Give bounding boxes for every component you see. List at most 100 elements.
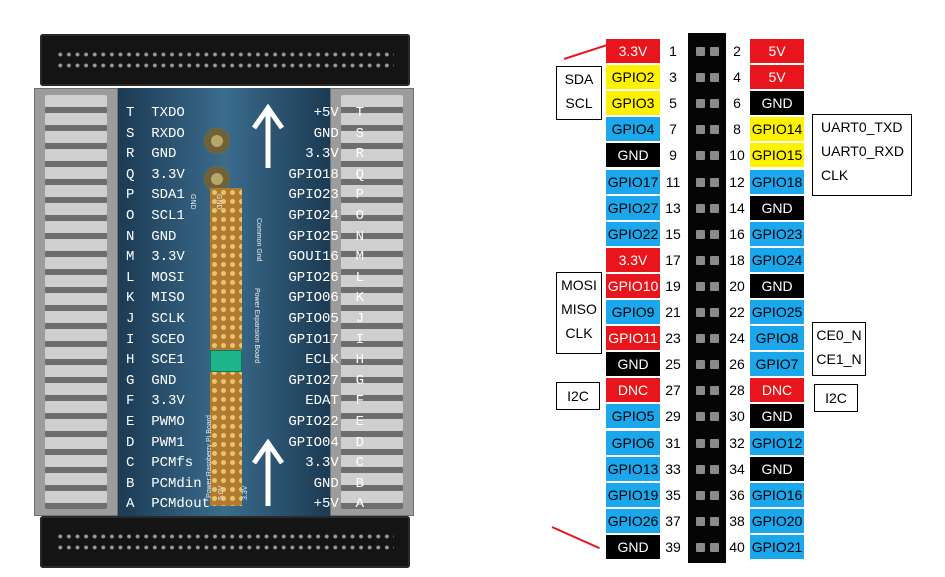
- pin-label-left: GND: [606, 535, 660, 559]
- pin-label-right: GPIO8: [750, 326, 804, 350]
- pin-square: [696, 204, 705, 213]
- left-terminal-label: H SCE1: [126, 353, 185, 367]
- pin-label-left: GPIO5: [606, 404, 660, 428]
- i2c-left-callout: I2C: [556, 382, 600, 410]
- right-terminal-label: GPIO25 N: [288, 230, 364, 244]
- left-terminal-label: T TXDO: [126, 106, 185, 120]
- pin-number: 40: [724, 535, 750, 559]
- callout-label: SCL: [557, 91, 601, 115]
- right-terminal-label: GPIO06 K: [288, 291, 364, 305]
- pin-label-right: 5V: [750, 65, 804, 89]
- pin-square: [696, 386, 705, 395]
- pin-number: 23: [660, 326, 686, 350]
- power-source-label: Power:Raspberry Pi Board: [206, 415, 213, 498]
- pin-label-right: GPIO25: [750, 300, 804, 324]
- pin-number: 29: [660, 404, 686, 428]
- pin-square: [710, 47, 719, 56]
- pin-label-left: GPIO9: [606, 300, 660, 324]
- pin-number: 19: [660, 274, 686, 298]
- right-terminal-label: GND S: [314, 127, 364, 141]
- pin-label-right: GPIO24: [750, 248, 804, 272]
- right-terminal-label: GPIO26 L: [288, 271, 364, 285]
- pin-label-left: GPIO6: [606, 431, 660, 455]
- pin-label-left: GPIO17: [606, 170, 660, 194]
- right-terminal-label: GPIO18 Q: [288, 168, 364, 182]
- pin-number: 14: [724, 196, 750, 220]
- pin39-indicator-line: [552, 526, 600, 549]
- pin-square: [696, 230, 705, 239]
- pin-number: 26: [724, 352, 750, 376]
- pin-label-right: GND: [750, 196, 804, 220]
- left-terminal-label: K MISO: [126, 291, 185, 305]
- pin-number: 17: [660, 248, 686, 272]
- pin-square: [710, 386, 719, 395]
- pin-label-left: GPIO19: [606, 483, 660, 507]
- pin-number: 27: [660, 378, 686, 402]
- pin-square: [710, 439, 719, 448]
- pin-number: 4: [724, 65, 750, 89]
- left-terminal-label: J SCLK: [126, 312, 185, 326]
- pin-square: [710, 517, 719, 526]
- left-terminal-label: B PCMdin: [126, 477, 202, 491]
- pin-label-left: 3.3V: [606, 248, 660, 272]
- common-gnd-label: Common Gnd: [255, 218, 262, 262]
- pin-square: [710, 73, 719, 82]
- callout-label: MISO: [557, 297, 601, 321]
- right-terminal-label: GPIO24 O: [288, 209, 364, 223]
- pin-number: 34: [724, 457, 750, 481]
- voltage-5v-label: 5.0V: [218, 486, 225, 500]
- pin-label-left: GPIO26: [606, 509, 660, 533]
- pin-square: [696, 151, 705, 160]
- pin-square: [710, 491, 719, 500]
- pin-label-right: GPIO7: [750, 352, 804, 376]
- pin-square: [710, 99, 719, 108]
- pin-square: [696, 412, 705, 421]
- pin-square: [710, 151, 719, 160]
- i2c-pins-callout: SDA SCL: [556, 66, 602, 120]
- pin-label-right: GND: [750, 457, 804, 481]
- left-terminal-label: D PWM1: [126, 436, 185, 450]
- pin-label-right: GPIO12: [750, 431, 804, 455]
- left-terminal-label: S RXDO: [126, 127, 185, 141]
- pin-label-left: 3.3V: [606, 39, 660, 63]
- pin-square: [696, 73, 705, 82]
- voltage-3v3-label: 3.3V: [242, 486, 249, 500]
- pin-square: [696, 308, 705, 317]
- callout-label: UART0_TXD: [821, 115, 911, 139]
- pin-square: [710, 334, 719, 343]
- pin-label-left: GPIO27: [606, 196, 660, 220]
- pin-square: [696, 439, 705, 448]
- left-terminal-label: F 3.3V: [126, 394, 185, 408]
- pin-label-right: GPIO23: [750, 222, 804, 246]
- pin-label-left: GPIO10: [606, 274, 660, 298]
- right-terminal-label: +5V T: [314, 106, 364, 120]
- pin-label-left: GND: [606, 352, 660, 376]
- pin-number: 25: [660, 352, 686, 376]
- pin-square: [710, 360, 719, 369]
- pin-number: 37: [660, 509, 686, 533]
- pin-number: 22: [724, 300, 750, 324]
- right-terminal-label: EDAT F: [305, 394, 364, 408]
- left-terminal-label: N GND: [126, 230, 176, 244]
- pin-label-right: GPIO18: [750, 170, 804, 194]
- pin-number: 1: [660, 39, 686, 63]
- pin-number: 11: [660, 170, 686, 194]
- pin-number: 18: [724, 248, 750, 272]
- callout-label: CLK: [557, 321, 601, 345]
- pin-label-left: GPIO22: [606, 222, 660, 246]
- pin-label-right: GPIO15: [750, 143, 804, 167]
- left-terminal-label: L MOSI: [126, 271, 185, 285]
- spi-callout: MOSI MISO CLK: [556, 272, 602, 354]
- pin-label-left: GPIO13: [606, 457, 660, 481]
- pin-number: 15: [660, 222, 686, 246]
- pin-number: 32: [724, 431, 750, 455]
- pin-number: 20: [724, 274, 750, 298]
- right-terminal-label: +5V A: [314, 497, 364, 511]
- pin-label-left: GPIO11: [606, 326, 660, 350]
- left-terminal-label: P SDA1: [126, 188, 185, 202]
- right-terminal-label: GND B: [314, 477, 364, 491]
- expansion-board-label: Power Expansion Board: [253, 288, 260, 363]
- uart-callout: UART0_TXD UART0_RXD CLK: [812, 114, 912, 196]
- pin-number: 2: [724, 39, 750, 63]
- pin-number: 12: [724, 170, 750, 194]
